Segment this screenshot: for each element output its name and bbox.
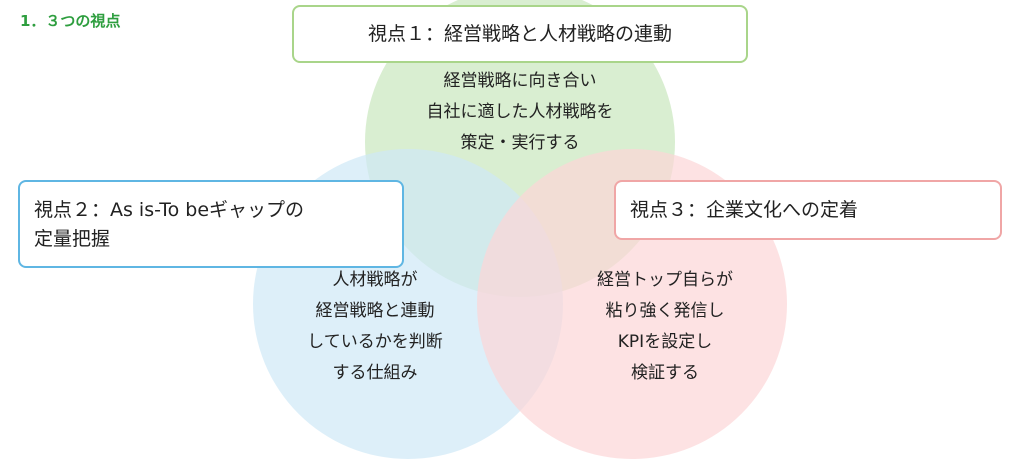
circle-right-line: 粘り強く発信し	[605, 301, 725, 321]
viewpoint-2-label: 定量把握	[34, 228, 111, 250]
circle-left-line: する仕組み	[332, 363, 418, 383]
circle-right-line: KPIを設定し	[617, 332, 713, 352]
circle-top-text: 経営戦略に向き合い 自社に適した人材戦略を 策定・実行する	[400, 66, 640, 159]
viewpoint-3-label: 視点３：企業文化への定着	[630, 199, 859, 221]
circle-top-line: 自社に適した人材戦略を	[426, 102, 614, 122]
circle-left-line: 経営戦略と連動	[315, 301, 435, 321]
viewpoint-2-label: 視点２：As is-To beギャップの	[34, 199, 305, 221]
circle-right-line: 経営トップ自らが	[597, 270, 733, 290]
circle-top-line: 策定・実行する	[460, 133, 580, 153]
viewpoint-2-box: 視点２：As is-To beギャップの 定量把握	[18, 180, 404, 268]
circle-left-line: 人材戦略が	[332, 270, 418, 290]
viewpoint-3-box: 視点３：企業文化への定着	[614, 180, 1002, 240]
section-title: 1．３つの視点	[20, 12, 121, 30]
circle-top-line: 経営戦略に向き合い	[443, 71, 597, 91]
circle-left-line: しているかを判断	[307, 332, 443, 352]
viewpoint-1-label: 視点１：経営戦略と人材戦略の連動	[367, 23, 672, 45]
circle-right-line: 検証する	[631, 363, 699, 383]
circle-left-text: 人材戦略が 経営戦略と連動 しているかを判断 する仕組み	[260, 265, 490, 389]
circle-right-text: 経営トップ自らが 粘り強く発信し KPIを設定し 検証する	[550, 265, 780, 389]
viewpoint-1-box: 視点１：経営戦略と人材戦略の連動	[292, 5, 748, 63]
